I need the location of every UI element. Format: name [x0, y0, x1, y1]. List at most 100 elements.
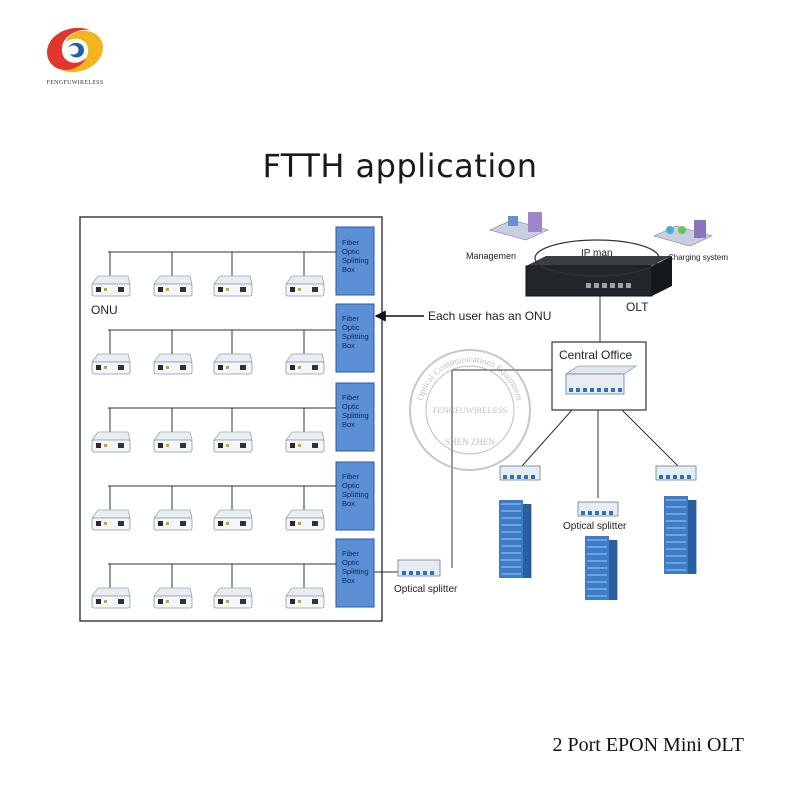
management-monitor-icon	[508, 216, 518, 226]
onu-device-top	[213, 275, 253, 285]
onu-port	[290, 287, 295, 292]
splitter-port	[588, 511, 592, 515]
building-side	[523, 504, 532, 578]
onu-port	[218, 443, 223, 448]
onu-device-top	[91, 431, 131, 441]
onu-port	[118, 443, 124, 448]
splitter-port	[611, 388, 615, 392]
onu-led	[104, 288, 107, 291]
onu-port	[240, 443, 246, 448]
optical-splitter-left-label: Optical splitter	[394, 584, 458, 595]
onu-port	[290, 365, 295, 370]
onu-device-top	[285, 275, 325, 285]
ip-man-label: IP man	[581, 248, 613, 259]
onu-port	[240, 599, 246, 604]
olt-port	[586, 283, 591, 288]
management-label: Managemen	[466, 251, 517, 261]
onu-device-top	[213, 509, 253, 519]
splitter-port	[680, 475, 684, 479]
fiber-splitting-box	[335, 538, 375, 608]
onu-label: ONU	[91, 303, 118, 317]
onu-port	[312, 287, 318, 292]
onu-port	[240, 521, 246, 526]
onu-port	[96, 521, 101, 526]
onu-port	[180, 521, 186, 526]
onu-port	[180, 287, 186, 292]
onu-port	[96, 443, 101, 448]
splitter-port	[659, 475, 663, 479]
building-side	[609, 540, 618, 600]
watermark-outer-ring	[409, 349, 531, 471]
onu-port	[96, 365, 101, 370]
onu-led	[226, 444, 229, 447]
company-logo	[47, 27, 103, 73]
each-user-label: Each user has an ONU	[428, 309, 552, 323]
onu-port	[312, 365, 318, 370]
onu-led	[298, 366, 301, 369]
splitter-port	[590, 388, 594, 392]
onu-device-top	[91, 275, 131, 285]
splitter-port	[503, 475, 507, 479]
onu-port	[240, 287, 246, 292]
onu-port	[158, 599, 163, 604]
onu-led	[166, 288, 169, 291]
onu-led	[104, 522, 107, 525]
olt-port	[594, 283, 599, 288]
onu-device-top	[285, 353, 325, 363]
watermark-bottom-text: SHEN ZHEN	[445, 437, 495, 447]
charging-node-icon	[666, 226, 674, 234]
onu-port	[180, 365, 186, 370]
splitter-port	[423, 571, 427, 575]
splitter-port	[597, 388, 601, 392]
splitter-port	[666, 475, 670, 479]
onu-port	[240, 365, 246, 370]
onu-led	[166, 600, 169, 603]
onu-device-top	[213, 587, 253, 597]
onu-device-top	[153, 275, 193, 285]
watermark-center-text: FENGFUWIRELESS	[433, 405, 508, 415]
logo-brand-text: FENGFUWIRELESS	[46, 80, 104, 86]
onu-device-top	[285, 431, 325, 441]
logo-swirl-blue	[68, 42, 84, 58]
splitter-port	[576, 388, 580, 392]
onu-led	[104, 444, 107, 447]
onu-device-top	[285, 587, 325, 597]
onu-led	[226, 522, 229, 525]
onu-device-top	[153, 431, 193, 441]
onu-device-top	[91, 509, 131, 519]
splitter-port	[583, 388, 587, 392]
onu-port	[118, 599, 124, 604]
product-caption: 2 Port EPON Mini OLT	[552, 734, 744, 756]
onu-port	[180, 443, 186, 448]
onu-port	[218, 599, 223, 604]
onu-port	[312, 443, 318, 448]
fiber-splitting-box	[335, 303, 375, 373]
optical-splitter-mid-label: Optical splitter	[563, 521, 627, 532]
onu-port	[118, 287, 124, 292]
onu-port	[158, 521, 163, 526]
onu-port	[96, 599, 101, 604]
branch-fiber-line	[621, 409, 679, 467]
onu-led	[226, 600, 229, 603]
onu-port	[96, 287, 101, 292]
management-server-icon	[528, 212, 542, 232]
splitter-port	[517, 475, 521, 479]
onu-led	[226, 366, 229, 369]
splitter-port	[531, 475, 535, 479]
charging-server-icon	[694, 220, 706, 238]
onu-device-top	[285, 509, 325, 519]
onu-led	[298, 522, 301, 525]
onu-led	[104, 366, 107, 369]
watermark-seal: Optical Communications Equipment FENGFUW…	[409, 349, 531, 471]
watermark-top-text: Optical Communications Equipment	[415, 354, 525, 402]
splitter-port	[609, 511, 613, 515]
splitter-port	[402, 571, 406, 575]
onu-port	[218, 365, 223, 370]
splitter-port	[604, 388, 608, 392]
logo-swirl-red	[47, 27, 90, 71]
onu-led	[166, 522, 169, 525]
